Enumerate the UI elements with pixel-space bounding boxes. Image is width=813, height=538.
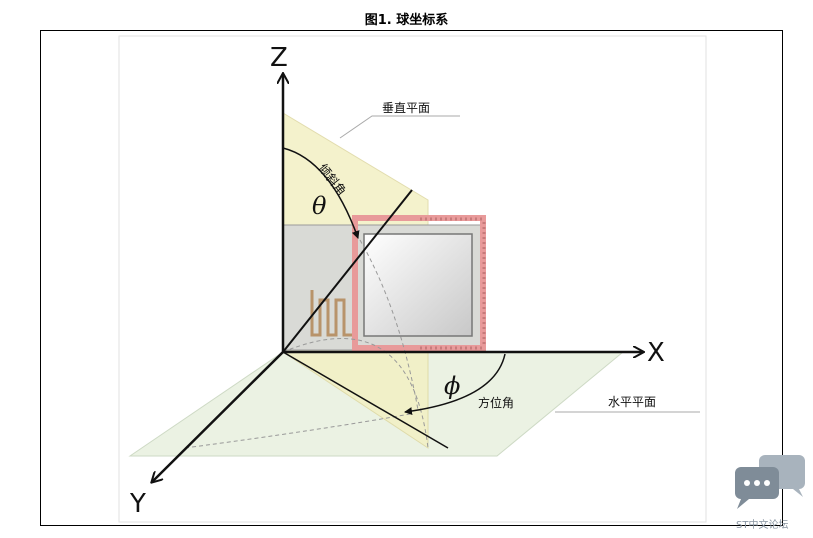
inner-frame: [118, 35, 707, 523]
y-axis-label: Y: [129, 489, 146, 519]
chat-bubble-icon: [735, 455, 805, 509]
x-axis-label: X: [647, 338, 665, 368]
z-axis-label: Z: [270, 43, 288, 73]
dashed-arc-vertical: [282, 338, 429, 449]
figure-frame: [40, 30, 783, 526]
phi-arc: [404, 353, 506, 416]
vertical-plane-leader: [339, 115, 460, 139]
dashed-arc-tilt: [359, 239, 419, 411]
horizontal-plane-label: 水平平面: [608, 395, 656, 409]
y-axis: [152, 351, 284, 482]
vertical-plane-label: 垂直平面: [382, 101, 430, 115]
azimuth-angle-label: 方位角: [478, 395, 514, 410]
watermark-text: ST中文论坛: [736, 520, 789, 531]
theta-arc: [282, 147, 360, 239]
antenna-trace: [310, 290, 356, 337]
theta-symbol: θ: [312, 192, 327, 220]
figure-title: 图1. 球坐标系: [364, 13, 449, 28]
dashed-arc-horizontal: [184, 413, 411, 449]
radial-vector: [282, 189, 413, 353]
phi-symbol: ϕ: [444, 372, 460, 400]
projection-line: [282, 351, 449, 449]
device-screen: [363, 233, 473, 337]
